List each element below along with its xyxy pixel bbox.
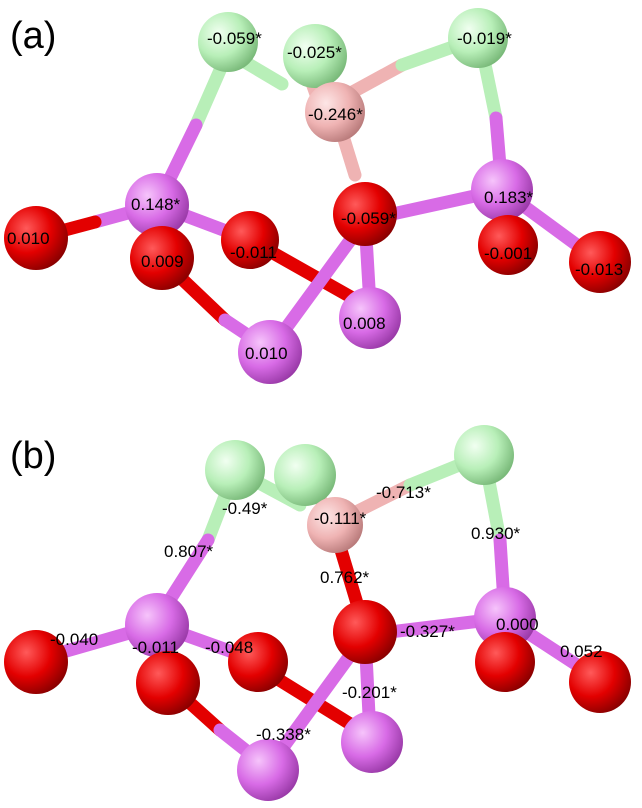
atom-label: -0.011 (230, 243, 277, 262)
atom-label: -0.001 (484, 244, 532, 263)
atom-label: 0.052 (560, 642, 603, 661)
atom-label: 0.000 (496, 615, 539, 634)
panel-a: (a) (4, 8, 631, 384)
atom-label: 0.183* (484, 188, 534, 207)
atom-label: 0.009 (141, 252, 184, 271)
atoms-b (4, 425, 631, 801)
atom-label: 0.148* (131, 195, 181, 214)
labels-b: -0.713* -0.49* -0.111* 0.807* 0.930* 0.7… (50, 483, 603, 744)
atom-label: 0.008 (343, 314, 386, 333)
atom-phosphorus (125, 173, 189, 237)
atom-label: 0.010 (245, 344, 288, 363)
atom-phosphorus (237, 739, 299, 801)
atom-fluorine (454, 425, 514, 485)
atoms-a (4, 8, 631, 384)
atom-label: -0.201* (342, 683, 397, 702)
atom-phosphorus (238, 320, 302, 384)
atom-fluorine (283, 24, 347, 88)
atom-oxygen (4, 630, 68, 694)
atom-label: -0.013 (575, 260, 623, 279)
panel-b: (b) (4, 425, 631, 801)
atom-fluorine (448, 8, 508, 68)
atom-oxygen (569, 651, 631, 713)
atom-fluorine (198, 12, 258, 72)
atom-label: -0.040 (50, 630, 98, 649)
atom-label: -0.048 (205, 638, 253, 657)
atom-fluorine (205, 440, 265, 500)
atom-fluorine (274, 444, 336, 506)
atom-oxygen (130, 226, 194, 290)
atom-label: -0.011 (132, 638, 179, 657)
atom-label: -0.49* (222, 499, 268, 518)
atom-label: -0.338* (256, 725, 311, 744)
atom-label: -0.059* (341, 209, 396, 228)
atom-label: 0.807* (164, 542, 214, 561)
atom-oxygen (228, 632, 288, 692)
atom-oxygen (478, 215, 538, 275)
atom-label: 0.762* (320, 568, 370, 587)
atom-label: -0.025* (287, 43, 342, 62)
atom-label: -0.059* (207, 29, 262, 48)
atom-label: -0.713* (376, 483, 431, 502)
panel-label-b: (b) (10, 435, 56, 477)
atom-label: -0.019* (457, 29, 512, 48)
atom-oxygen (221, 211, 279, 269)
atom-phosphorus (341, 711, 403, 773)
atom-oxygen (4, 206, 68, 270)
atom-oxygen (333, 182, 397, 246)
atom-oxygen (569, 231, 631, 293)
atom-phosphorus (471, 159, 533, 221)
atom-phosphorus (474, 587, 536, 649)
atom-phosphorus (125, 593, 189, 657)
labels-a: -0.059* -0.025* -0.019* -0.246* 0.148* 0… (7, 29, 623, 363)
panel-label-a: (a) (10, 15, 56, 57)
atom-label: 0.930* (471, 524, 521, 543)
atom-phosphorus (339, 287, 401, 349)
atom-boron (307, 497, 363, 553)
atom-label: -0.246* (308, 105, 363, 124)
atom-oxygen (333, 600, 397, 664)
atom-label: -0.327* (400, 622, 455, 641)
atom-label: -0.111* (314, 509, 367, 528)
atom-boron (305, 82, 365, 142)
atom-oxygen (475, 632, 535, 692)
atom-label: 0.010 (7, 229, 50, 248)
atom-oxygen (136, 651, 200, 715)
